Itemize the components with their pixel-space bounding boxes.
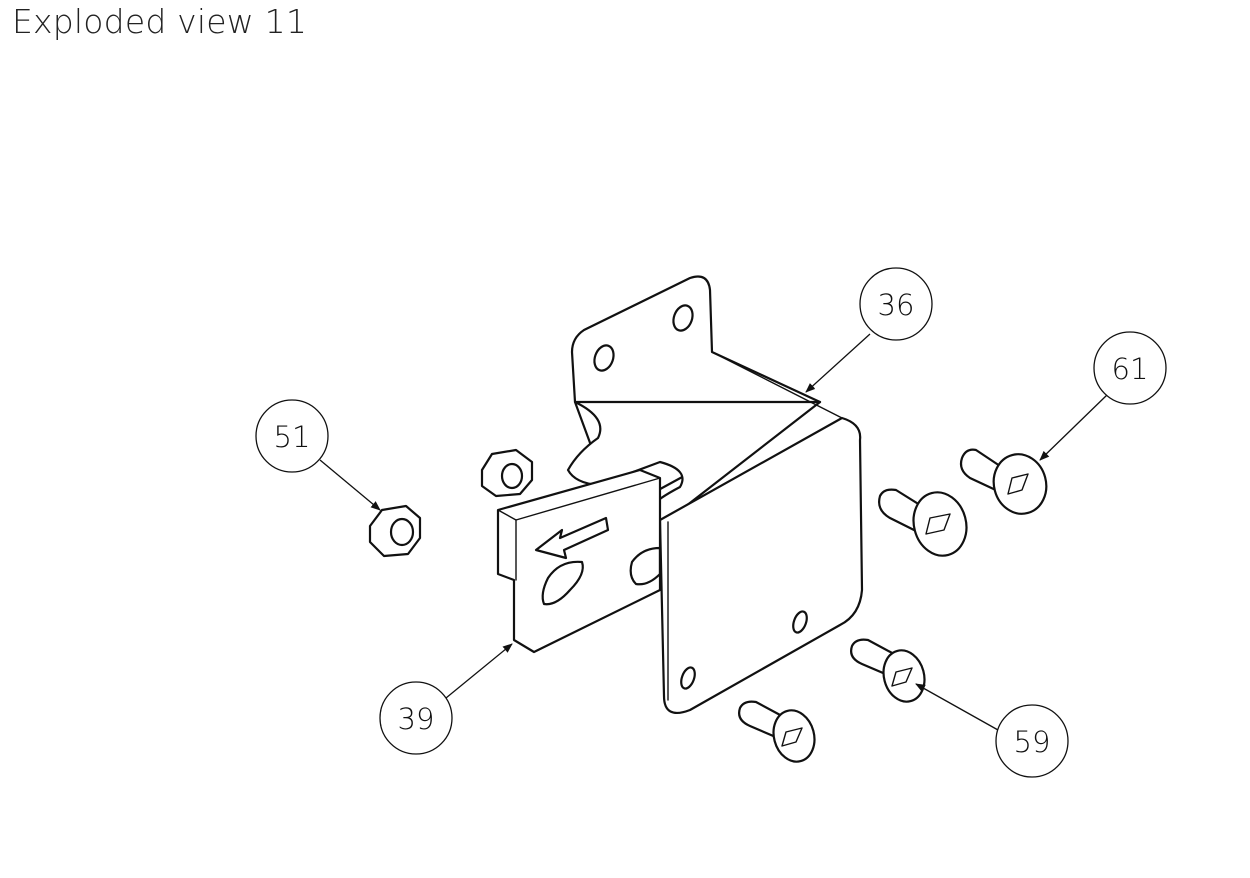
- block-part-39: [496, 468, 662, 654]
- balloon-61-label: 61: [1112, 352, 1149, 386]
- leader-36: [805, 333, 871, 393]
- balloon-59-label: 59: [1014, 725, 1051, 759]
- balloon-39-label: 39: [398, 702, 435, 736]
- hex-nut-lower: [368, 504, 422, 558]
- leader-61: [1039, 393, 1109, 461]
- balloon-39: 39: [379, 681, 453, 755]
- drawing-title: Exploded view 11: [12, 2, 308, 41]
- screw-61-upper: [959, 448, 1048, 515]
- hex-nut-upper: [480, 448, 534, 498]
- balloon-51-label: 51: [274, 420, 311, 454]
- balloon-59: 59: [995, 704, 1069, 778]
- balloon-51: 51: [255, 399, 329, 473]
- balloon-36-label: 36: [878, 288, 915, 322]
- bracket-part-36: [566, 275, 864, 714]
- leader-39: [445, 643, 513, 699]
- leader-59: [915, 683, 999, 731]
- balloon-36: 36: [859, 267, 933, 341]
- balloon-61: 61: [1093, 331, 1167, 405]
- leader-51: [319, 459, 381, 511]
- screw-59-upper: [850, 638, 926, 703]
- screw-61-lower: [878, 488, 968, 557]
- screw-59-lower: [738, 700, 816, 763]
